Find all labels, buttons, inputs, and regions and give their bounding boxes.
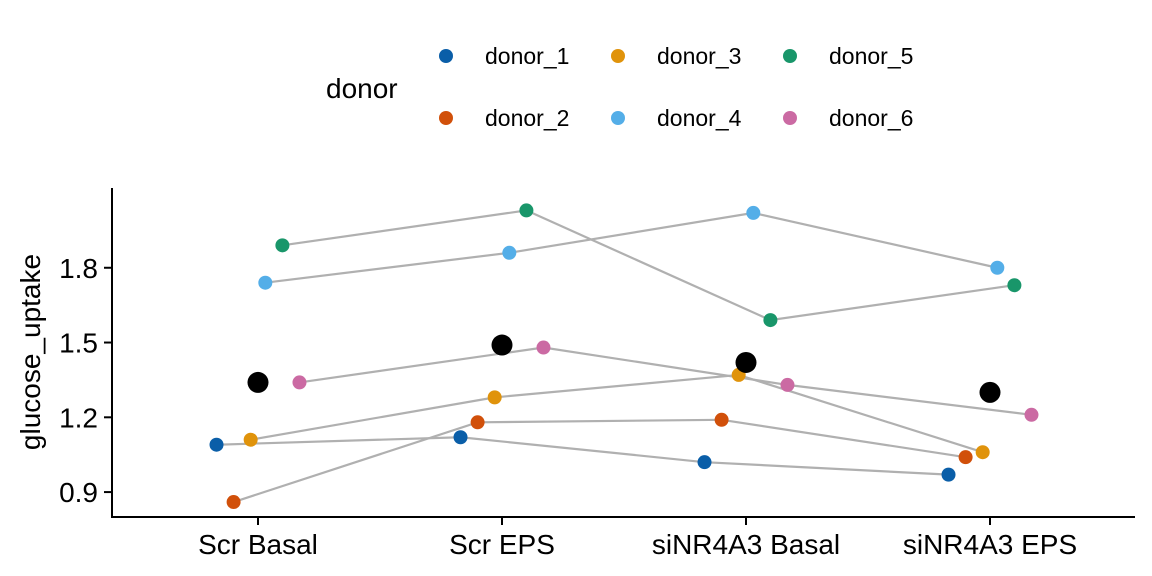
legend-key-donor_6 [783, 111, 797, 125]
data-point-donor_4 [502, 245, 517, 260]
data-point-donor_6 [536, 340, 551, 355]
data-point-donor_4 [258, 275, 273, 290]
mean-points [247, 334, 1001, 403]
donor-line-donor_4 [265, 211, 998, 284]
y-tick-label: 1.5 [59, 328, 98, 359]
legend-key-donor_1 [439, 49, 453, 63]
donor-lines [216, 209, 1032, 504]
data-point-donor_2 [958, 450, 973, 465]
data-points [209, 203, 1039, 510]
data-point-donor_6 [292, 375, 307, 390]
mean-point [491, 334, 513, 356]
data-point-donor_4 [990, 260, 1005, 275]
legend-label-donor_1: donor_1 [485, 43, 569, 69]
legend-label-donor_2: donor_2 [485, 105, 569, 131]
mean-point [979, 381, 1001, 403]
donor-line-donor_5 [282, 209, 1015, 322]
mean-point [735, 351, 757, 373]
legend-label-donor_6: donor_6 [829, 105, 913, 131]
legend-key-donor_3 [611, 49, 625, 63]
data-point-donor_5 [275, 238, 290, 253]
data-point-donor_1 [697, 455, 712, 470]
x-tick-label: siNR4A3 EPS [903, 529, 1077, 560]
data-point-donor_5 [1007, 278, 1022, 293]
data-point-donor_1 [941, 467, 956, 482]
legend-label-donor_3: donor_3 [657, 43, 741, 69]
legend-key-donor_5 [783, 49, 797, 63]
legend-label-donor_5: donor_5 [829, 43, 913, 69]
legend-title: donor [326, 73, 398, 104]
data-point-donor_5 [763, 313, 778, 328]
y-tick-label: 1.8 [59, 253, 98, 284]
data-point-donor_1 [453, 430, 468, 445]
x-tick-label: Scr Basal [198, 529, 318, 560]
data-point-donor_6 [780, 377, 795, 392]
x-ticks: Scr Basal Scr EPS siNR4A3 Basal siNR4A3 EPS [198, 517, 1077, 560]
y-ticks: 0.9 1.2 1.5 1.8 [59, 253, 112, 508]
x-tick-label: Scr EPS [449, 529, 555, 560]
data-point-donor_2 [226, 495, 241, 510]
mean-point [247, 371, 269, 393]
data-point-donor_3 [487, 390, 502, 405]
donor-line-donor_2 [233, 418, 966, 504]
data-point-donor_1 [209, 437, 224, 452]
data-point-donor_6 [1024, 407, 1039, 422]
donor-line-donor_3 [250, 373, 984, 454]
data-point-donor_4 [746, 205, 761, 220]
donor-line-donor_1 [216, 436, 949, 476]
axes [111, 188, 1135, 518]
donor-line-donor_6 [299, 346, 1032, 416]
legend: donor donor_1 donor_2 donor_3 donor_4 donor_… [326, 43, 913, 131]
data-point-donor_5 [519, 203, 534, 218]
data-point-donor_2 [714, 412, 729, 427]
data-point-donor_3 [243, 432, 258, 447]
y-tick-label: 0.9 [59, 477, 98, 508]
legend-key-donor_2 [439, 111, 453, 125]
y-axis-title: glucose_uptake [15, 254, 46, 450]
data-point-donor_2 [470, 415, 485, 430]
x-tick-label: siNR4A3 Basal [652, 529, 840, 560]
data-point-donor_3 [975, 445, 990, 460]
legend-key-donor_4 [611, 111, 625, 125]
y-tick-label: 1.2 [59, 402, 98, 433]
legend-label-donor_4: donor_4 [657, 105, 742, 131]
